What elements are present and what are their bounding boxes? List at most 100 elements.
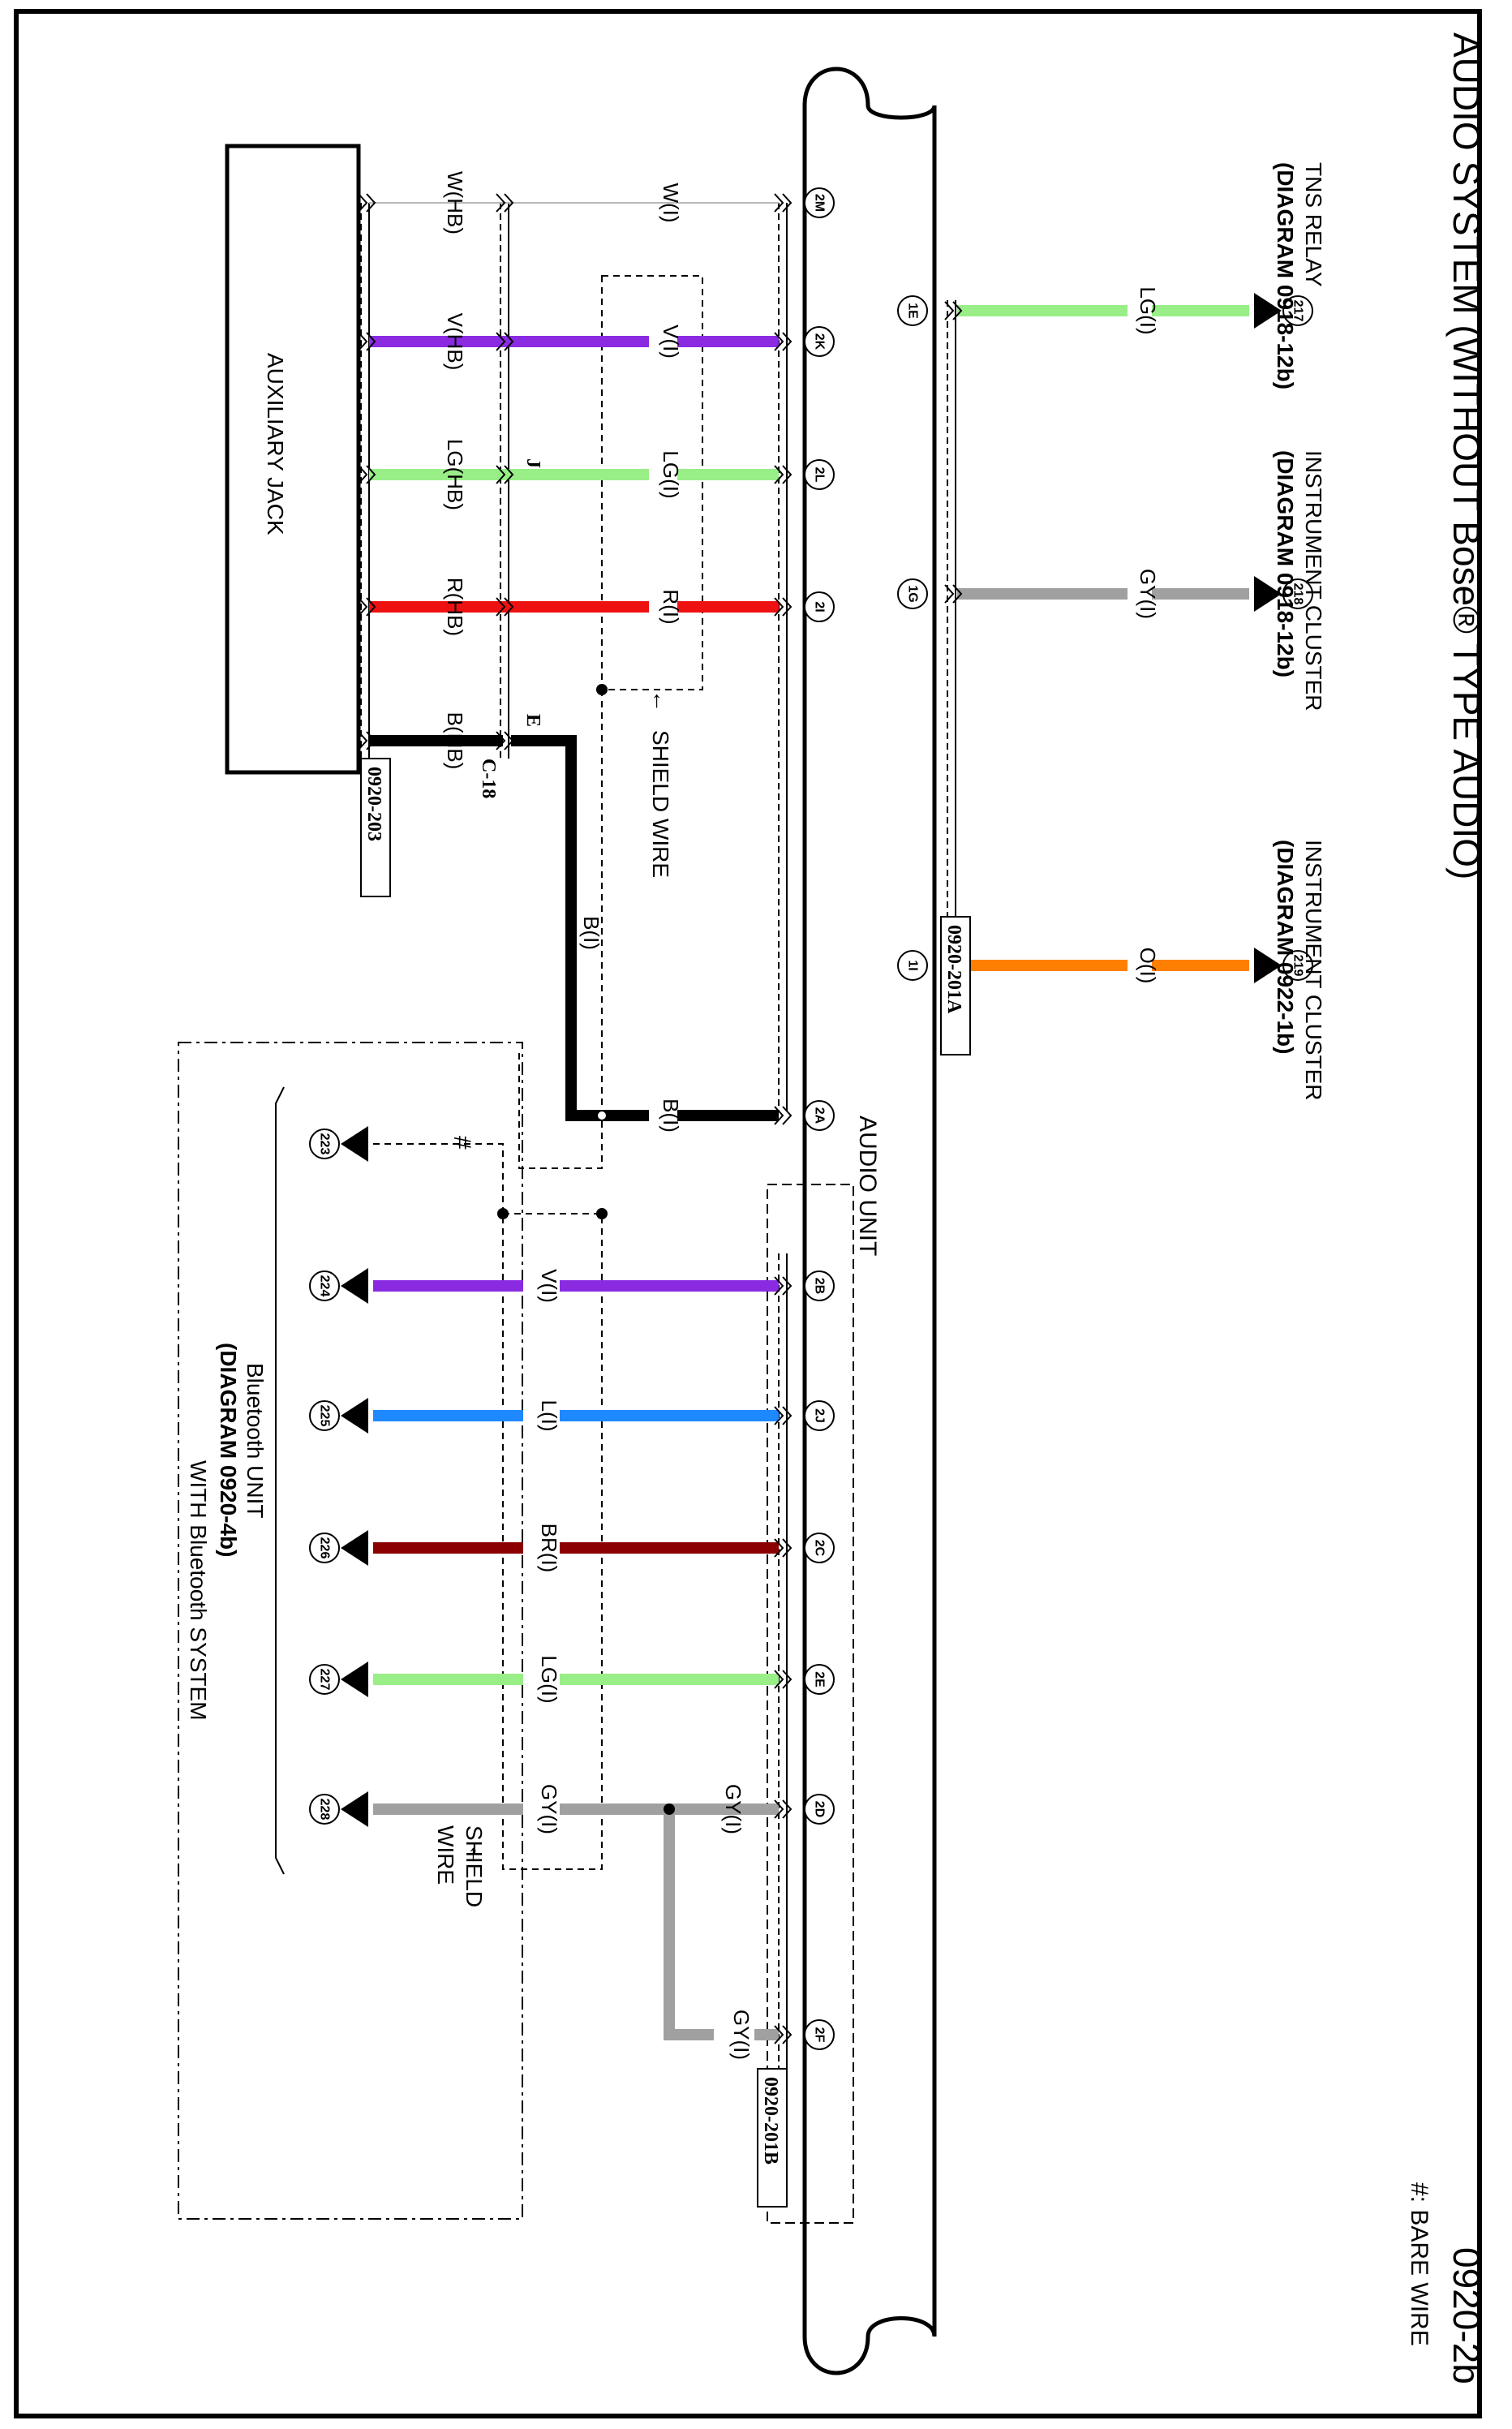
upper-wire-1e-chevron: [944, 301, 963, 320]
bt-wire-2d-ref-ring: [309, 1794, 340, 1825]
bare-wire-arrow: [341, 1126, 368, 1162]
upper-wire-1e-ref-text: 217: [1291, 300, 1305, 322]
aux-wire-2l-unit-chevron-mark: [782, 465, 793, 484]
upper-wire-1i-ref-ring: [1282, 950, 1313, 981]
aux-wire-2m-c18-chevron-mark: [504, 193, 514, 213]
aux-wire-2a-unit-pin-text: 2A: [813, 1107, 827, 1124]
upper-wire-1i-ref-text: 219: [1291, 955, 1305, 977]
destination-instrument-cluster-2: INSTRUMENT CLUSTER (DIAGRAM 0922-1b): [1273, 840, 1326, 1101]
aux-wire-2l-c18-chevron: [496, 465, 514, 484]
bt-wire-2b-unit-chevron-mark: [774, 1276, 784, 1296]
aux-wire-2k-aux-chevron: [358, 332, 376, 351]
aux-wire-2m-unit-chevron-mark: [774, 193, 784, 213]
svg-text:AUXILIARY JACK: AUXILIARY JACK: [263, 353, 288, 535]
bt-wire-2c-unit-pin: 2C: [804, 1533, 835, 1563]
aux-wire-2k-unit-pin-ring: [804, 326, 835, 357]
aux-wire-2k-aux-chevron-mark: [366, 332, 376, 351]
destination-tns-relay: TNS RELAY (DIAGRAM 0918-12b): [1273, 162, 1326, 389]
aux-wire-2l-aux-chevron-mark: [358, 465, 368, 484]
audio-unit-label: AUDIO UNIT: [854, 1116, 881, 1256]
bt-wire-2b-ref: 224: [309, 1270, 340, 1301]
aux-wire-2i-unit-chevron-mark: [774, 597, 784, 617]
aux-wire-2i-label-i: R(I): [659, 589, 683, 624]
bt-wire-2d-split-node: [664, 1803, 675, 1815]
bt-wire-2d-unit-chevron: [774, 1799, 793, 1819]
upper-wire-1e-ref: 217: [1282, 295, 1313, 326]
aux-wire-2a-unit-chevron-mark: [774, 1106, 784, 1125]
shield-top-junction: [596, 684, 608, 695]
bt-wire-2b-unit-pin-ring: [804, 1270, 835, 1301]
bt-wire-2e-label: LG(I): [537, 1655, 561, 1703]
upper-wire-1g-chevron: [944, 584, 963, 604]
upper-wire-1i-arrow: [1254, 948, 1282, 983]
aux-wire-2a-label-hb: B(HB): [443, 712, 467, 770]
svg-text:WITH Bluetooth SYSTEM: WITH Bluetooth SYSTEM: [186, 1460, 211, 1721]
aux-wire-2i-c18-chevron-mark: [496, 597, 506, 617]
bare-wire-legend: #: BARE WIRE: [1406, 2182, 1433, 2346]
svg-text:0920-203: 0920-203: [363, 767, 384, 841]
audio-unit: AUDIO UNIT: [802, 67, 937, 2375]
aux-wire-2k-aux-chevron-mark: [358, 332, 368, 351]
bare-wire-line: [373, 1143, 504, 1214]
shield-wire-bottom-box: [502, 1213, 603, 1870]
aux-wire-2a-unit-chevron-mark: [782, 1106, 793, 1125]
bt-wire-2e-unit-pin-text: 2E: [813, 1671, 827, 1687]
upper-wire-1e-chevron-mark: [952, 301, 963, 320]
aux-wire-2i-unit-chevron: [774, 597, 793, 617]
upper-wire-1g-chevron-mark: [952, 584, 963, 604]
bluetooth-unit-label: Bluetooth UNIT (DIAGRAM 0920-4b) WITH Bl…: [186, 1343, 268, 1721]
bt-wire-2j-unit-pin-text: 2J: [813, 1408, 827, 1423]
bt-wire-2d-ref: 228: [309, 1794, 340, 1825]
aux-wire-2k-unit-chevron-mark: [782, 332, 793, 351]
bt-wire-2e-unit-chevron-mark: [774, 1670, 784, 1689]
bare-wire-mark: #: [449, 1136, 475, 1150]
aux-wire-2i-unit-pin-text: 2I: [813, 601, 827, 612]
bt-wire-2d-unit-pin-text: 2D: [813, 1801, 827, 1817]
bare-wire-ref-text: 223: [318, 1133, 332, 1155]
bt-wire-2f-unit-chevron-mark: [782, 2025, 793, 2044]
audio-unit-outline: [802, 67, 937, 2375]
shield-wire-top-label: SHIELD WIRE: [648, 730, 673, 878]
bt-wire-2j-ref-ring: [309, 1400, 340, 1431]
upper-wire-1e-pin-ring: [897, 295, 928, 326]
bt-wire-2c-ref-text: 226: [318, 1537, 332, 1559]
aux-wire-2a-c18-chevron: [496, 731, 514, 750]
aux-wire-2l-unit-pin: 2L: [804, 459, 835, 490]
upper-wire-1e-label: LG(I): [1136, 286, 1160, 334]
shield-bottom-junction-1: [497, 1208, 509, 1219]
svg-text:(DIAGRAM 0918-12b): (DIAGRAM 0918-12b): [1273, 162, 1298, 389]
aux-wire-2a-c18-chevron-mark: [496, 731, 506, 750]
aux-wire-2l-unit-pin-text: 2L: [813, 467, 827, 483]
aux-wire-2i-aux-chevron-mark: [358, 597, 368, 617]
bt-wire-2e-unit-pin-ring: [804, 1664, 835, 1695]
aux-wire-2l-c18-chevron-mark: [496, 465, 506, 484]
aux-wire-2l-aux-chevron: [358, 465, 376, 484]
aux-wire-2m-unit-pin: 2M: [804, 187, 835, 218]
aux-wire-2a-aux-chevron-mark: [358, 731, 368, 750]
aux-wire-2i-c18-chevron-mark: [504, 597, 514, 617]
aux-wire-2a-aux-chevron: [358, 731, 376, 750]
aux-wire-2m-aux-chevron-mark: [358, 193, 368, 213]
connector-c18-label: C-18: [478, 759, 499, 798]
bt-wire-2f-unit-chevron: [774, 2025, 793, 2044]
aux-wire-2m-unit-chevron-mark: [782, 193, 793, 213]
upper-wire-1e-arrow: [1254, 293, 1282, 329]
aux-wire-2k-unit-pin: 2K: [804, 326, 835, 357]
connector-c18-pin-j: J: [522, 458, 543, 468]
aux-wire-2k-c18-chevron-mark: [496, 332, 506, 351]
shield-wire-link: [518, 690, 603, 1169]
upper-wire-1g-arrow: [1254, 576, 1282, 612]
bt-wire-2e-ref-text: 227: [318, 1669, 332, 1691]
shield-wire-top-arrow: ←: [648, 690, 673, 712]
aux-wire-2a-c18-chevron-mark: [504, 731, 514, 750]
bt-wire-2j-arrow: [341, 1398, 368, 1434]
aux-wire-2k-unit-chevron-mark: [774, 332, 784, 351]
shield-wire-top-box: [601, 275, 703, 690]
bt-wire-2c-unit-pin-text: 2C: [813, 1540, 827, 1557]
aux-wire-2l-c18-chevron-mark: [504, 465, 514, 484]
aux-wire-2a-aux-chevron-mark: [366, 731, 376, 750]
aux-wire-2k-label-hb: V(HB): [443, 313, 467, 371]
upper-wire-1e-chevron-mark: [944, 301, 955, 320]
aux-wire-2a-unit-pin: 2A: [804, 1100, 835, 1131]
